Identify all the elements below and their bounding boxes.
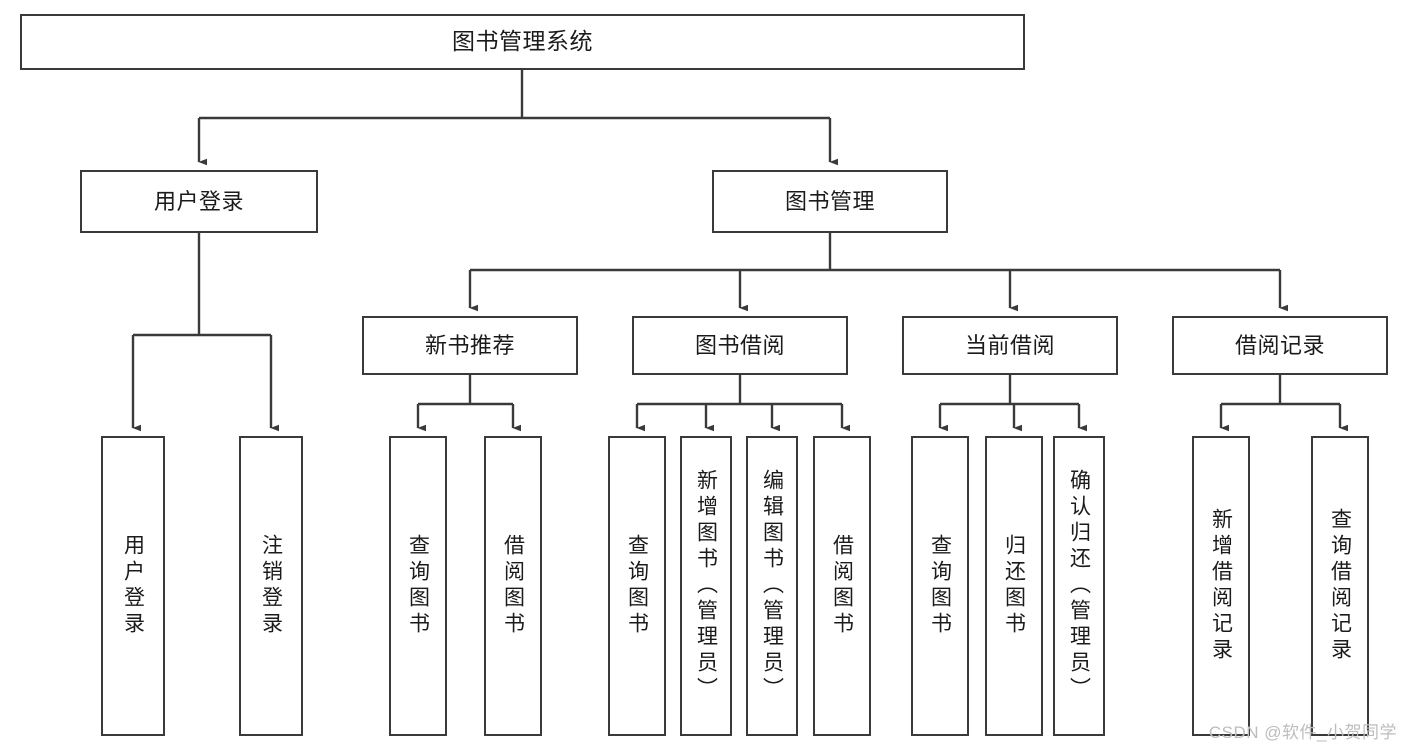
node-leaf-logout[interactable]: 注销登录 [239,436,303,736]
node-leaf-query-book-1[interactable]: 查询图书 [389,436,447,736]
node-leaf-query-book-2[interactable]: 查询图书 [608,436,666,736]
node-user-login[interactable]: 用户登录 [80,170,318,233]
node-leaf-query-book-2-label: 查询图书 [625,534,649,638]
node-leaf-borrow-book-1-label: 借阅图书 [501,534,525,638]
node-leaf-borrow-book-2-label: 借阅图书 [830,534,854,638]
node-leaf-edit-book-label: 编辑图书（管理员） [760,469,784,703]
node-book-manage-label: 图书管理 [784,188,875,214]
node-leaf-add-record-label: 新增借阅记录 [1209,508,1233,664]
node-leaf-query-book-1-label: 查询图书 [406,534,430,638]
node-root[interactable]: 图书管理系统 [20,14,1025,70]
watermark: CSDN @软件_小贺同学 [1208,723,1397,742]
node-leaf-borrow-book-1[interactable]: 借阅图书 [484,436,542,736]
node-root-label: 图书管理系统 [452,28,593,55]
node-new-book-recommend-label: 新书推荐 [424,332,515,358]
node-leaf-query-book-3-label: 查询图书 [928,534,952,638]
node-leaf-return-book[interactable]: 归还图书 [985,436,1043,736]
node-book-borrow-label: 图书借阅 [694,332,785,358]
node-leaf-return-book-label: 归还图书 [1002,534,1026,638]
node-leaf-user-login-label: 用户登录 [121,534,145,638]
node-borrow-record[interactable]: 借阅记录 [1172,316,1388,375]
node-book-borrow[interactable]: 图书借阅 [632,316,848,375]
node-leaf-query-record-label: 查询借阅记录 [1328,508,1352,664]
node-leaf-logout-label: 注销登录 [259,534,283,638]
node-leaf-confirm-return-label: 确认归还（管理员） [1067,469,1091,703]
node-leaf-add-record[interactable]: 新增借阅记录 [1192,436,1250,736]
node-leaf-edit-book[interactable]: 编辑图书（管理员） [746,436,798,736]
node-leaf-add-book-label: 新增图书（管理员） [694,469,718,703]
node-current-borrow[interactable]: 当前借阅 [902,316,1118,375]
node-book-manage[interactable]: 图书管理 [712,170,948,233]
node-leaf-add-book[interactable]: 新增图书（管理员） [680,436,732,736]
node-user-login-label: 用户登录 [153,188,244,214]
node-leaf-query-record[interactable]: 查询借阅记录 [1311,436,1369,736]
node-leaf-confirm-return[interactable]: 确认归还（管理员） [1053,436,1105,736]
node-leaf-borrow-book-2[interactable]: 借阅图书 [813,436,871,736]
node-new-book-recommend[interactable]: 新书推荐 [362,316,578,375]
node-leaf-user-login[interactable]: 用户登录 [101,436,165,736]
node-current-borrow-label: 当前借阅 [964,332,1055,358]
node-leaf-query-book-3[interactable]: 查询图书 [911,436,969,736]
node-borrow-record-label: 借阅记录 [1234,332,1325,358]
